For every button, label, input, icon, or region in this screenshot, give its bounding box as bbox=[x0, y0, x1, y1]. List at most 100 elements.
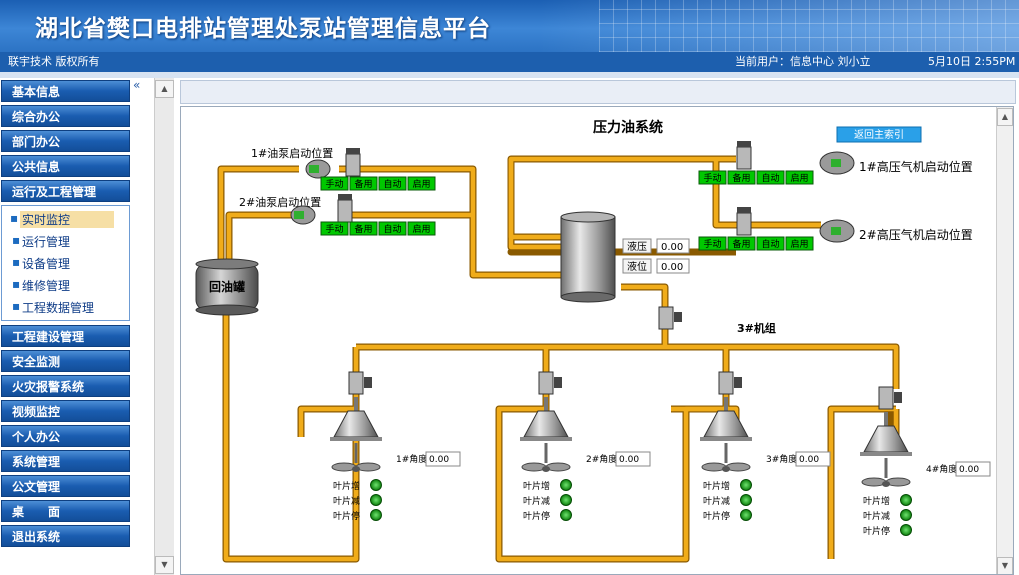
unit-3-propeller-icon bbox=[701, 443, 751, 472]
pump2-mode-button[interactable]: 备用 bbox=[349, 221, 378, 236]
operation-submenu: ▪实时监控 ▪运行管理 ▪设备管理 ▪维修管理 ▪工程数据管理 bbox=[1, 205, 130, 321]
compressor1-mode-button[interactable]: 启用 bbox=[785, 170, 814, 185]
unit-4-valve-icon bbox=[878, 386, 902, 410]
submenu-device-manage[interactable]: ▪设备管理 bbox=[12, 255, 70, 272]
bullet-icon: ▪ bbox=[12, 299, 21, 313]
unit-3-valve-icon bbox=[718, 371, 742, 395]
unit-3-blade-control[interactable]: 叶片增 bbox=[703, 479, 752, 493]
mode-button-label: 自动 bbox=[383, 223, 401, 235]
unit-1-blade-control[interactable]: 叶片减 bbox=[333, 494, 382, 508]
unit-1-valve-icon bbox=[348, 371, 372, 395]
mode-button-label: 自动 bbox=[761, 172, 779, 184]
unit-2-blade-control[interactable]: 叶片减 bbox=[523, 494, 572, 508]
pump2-mode-button[interactable]: 自动 bbox=[378, 221, 407, 236]
pump1-icon bbox=[305, 148, 361, 179]
compressor2-mode-button[interactable]: 启用 bbox=[785, 236, 814, 251]
mode-button-label: 启用 bbox=[790, 238, 808, 250]
submenu-repair-manage[interactable]: ▪维修管理 bbox=[12, 277, 71, 294]
compressor1-mode-button[interactable]: 备用 bbox=[727, 170, 756, 185]
unit-4-blade-control[interactable]: 叶片减 bbox=[863, 509, 912, 523]
mode-button-label: 手动 bbox=[703, 172, 721, 184]
page-title: 湖北省樊口电排站管理处泵站管理信息平台 bbox=[35, 16, 491, 42]
submenu-label: 实时监控 bbox=[22, 213, 71, 227]
nav-video[interactable]: 视频监控 bbox=[1, 400, 130, 422]
level-value-field bbox=[656, 258, 690, 274]
back-to-index-button[interactable]: 返回主索引 bbox=[836, 126, 922, 143]
submenu-run-manage[interactable]: ▪运行管理 bbox=[12, 233, 71, 250]
submenu-label: 运行管理 bbox=[22, 235, 71, 249]
mode-button-label: 启用 bbox=[412, 223, 430, 235]
compressor1-mode-buttons: 手动备用自动启用 bbox=[698, 170, 814, 185]
unit-2-angle-label: 2#角度 bbox=[586, 453, 617, 465]
mode-button-label: 手动 bbox=[703, 238, 721, 250]
nav-department[interactable]: 部门办公 bbox=[1, 130, 130, 152]
pump2-mode-button[interactable]: 手动 bbox=[320, 221, 349, 236]
unit-2-angle-field bbox=[615, 451, 651, 467]
compressor2-mode-button[interactable]: 备用 bbox=[727, 236, 756, 251]
indicator-light-icon bbox=[740, 479, 752, 491]
nav-logout[interactable]: 退出系统 bbox=[1, 525, 130, 547]
header-decoration bbox=[539, 0, 1019, 52]
diagram-scroll-down-icon[interactable]: ▼ bbox=[997, 557, 1013, 574]
pump1-label: 1#油泵启动位置 bbox=[251, 146, 333, 160]
scrollbar[interactable]: ▲ ▼ bbox=[154, 78, 174, 575]
nav-public-info[interactable]: 公共信息 bbox=[1, 155, 130, 177]
unit-1-blade-control[interactable]: 叶片停 bbox=[333, 509, 382, 523]
nav-basic-info[interactable]: 基本信息 bbox=[1, 80, 130, 102]
main-valve-icon bbox=[658, 306, 682, 330]
bullet-icon: ▪ bbox=[12, 277, 21, 291]
diagram-scrollbar[interactable]: ▲ ▼ bbox=[996, 107, 1013, 574]
status-bar: 联宇技术 版权所有 当前用户：信息中心 刘小立 5月10日 2:55PM bbox=[0, 52, 1019, 72]
pump1-mode-button[interactable]: 手动 bbox=[320, 176, 349, 191]
copyright-text: 联宇技术 版权所有 bbox=[8, 55, 100, 68]
nav-system[interactable]: 系统管理 bbox=[1, 450, 130, 472]
nav-office[interactable]: 综合办公 bbox=[1, 105, 130, 127]
pump1-mode-button[interactable]: 备用 bbox=[349, 176, 378, 191]
pump1-mode-button[interactable]: 启用 bbox=[407, 176, 436, 191]
submenu-engineering-data[interactable]: ▪工程数据管理 bbox=[12, 299, 95, 316]
submenu-realtime-monitor[interactable]: ▪实时监控 bbox=[10, 211, 114, 228]
indicator-light-icon bbox=[370, 494, 382, 506]
unit-1-blade-control[interactable]: 叶片增 bbox=[333, 479, 382, 493]
unit-2-blade-control[interactable]: 叶片停 bbox=[523, 509, 572, 523]
mode-button-label: 自动 bbox=[383, 178, 401, 190]
nav-personal[interactable]: 个人办公 bbox=[1, 425, 130, 447]
unit-3-blade-control[interactable]: 叶片停 bbox=[703, 509, 752, 523]
diagram-scroll-up-icon[interactable]: ▲ bbox=[997, 108, 1013, 126]
scroll-down-icon[interactable]: ▼ bbox=[155, 556, 174, 574]
pump1-mode-button[interactable]: 自动 bbox=[378, 176, 407, 191]
unit-2-blade-control[interactable]: 叶片增 bbox=[523, 479, 572, 493]
blade-control-label: 叶片减 bbox=[703, 495, 730, 507]
mode-button-groups: 手动备用自动启用手动备用自动启用手动备用自动启用手动备用自动启用 bbox=[320, 170, 814, 251]
nav-documents[interactable]: 公文管理 bbox=[1, 475, 130, 497]
unit-3-blade-control[interactable]: 叶片减 bbox=[703, 494, 752, 508]
indicator-light-icon bbox=[370, 509, 382, 521]
indicator-light-icon bbox=[900, 509, 912, 521]
compressor1-mode-button[interactable]: 手动 bbox=[698, 170, 727, 185]
indicator-light-icon bbox=[740, 509, 752, 521]
nav-desktop[interactable]: 桌 面 bbox=[1, 500, 130, 522]
nav-fire-alarm[interactable]: 火灾报警系统 bbox=[1, 375, 130, 397]
submenu-label: 维修管理 bbox=[22, 279, 71, 293]
unit-4-blade-control[interactable]: 叶片停 bbox=[863, 524, 912, 538]
nav-operation[interactable]: 运行及工程管理 bbox=[1, 180, 130, 202]
unit-4-blade-control[interactable]: 叶片增 bbox=[863, 494, 912, 508]
compressor2-mode-button[interactable]: 手动 bbox=[698, 236, 727, 251]
blade-control-label: 叶片增 bbox=[863, 495, 890, 507]
submenu-label: 工程数据管理 bbox=[22, 301, 95, 315]
collapse-sidebar-icon[interactable]: « bbox=[133, 78, 141, 92]
pump2-mode-button[interactable]: 启用 bbox=[407, 221, 436, 236]
mode-button-label: 备用 bbox=[732, 238, 750, 250]
blade-control-label: 叶片减 bbox=[523, 495, 550, 507]
scroll-up-icon[interactable]: ▲ bbox=[155, 80, 174, 98]
mode-button-label: 启用 bbox=[412, 178, 430, 190]
nav-construction[interactable]: 工程建设管理 bbox=[1, 325, 130, 347]
tank-label: 回油罐 bbox=[209, 279, 245, 294]
nav-safety[interactable]: 安全监测 bbox=[1, 350, 130, 372]
compressor2-mode-button[interactable]: 自动 bbox=[756, 236, 785, 251]
compressor1-mode-button[interactable]: 自动 bbox=[756, 170, 785, 185]
